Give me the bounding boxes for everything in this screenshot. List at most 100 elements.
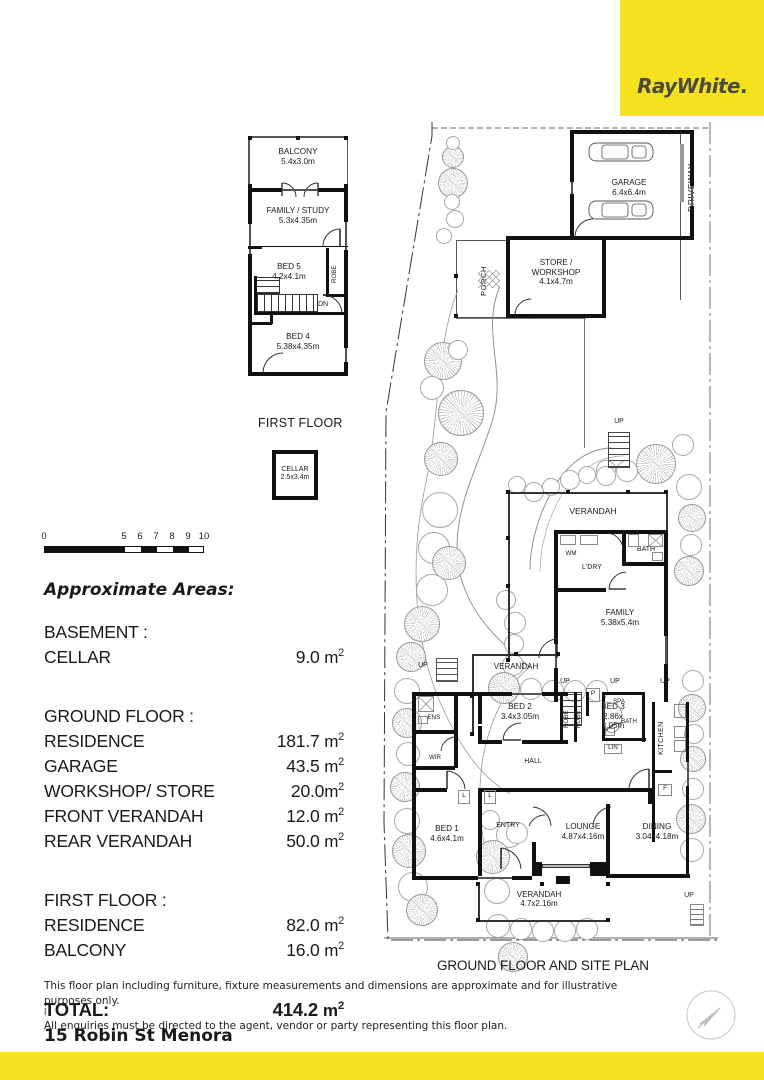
bed2-wall-left <box>478 692 482 724</box>
shrub-icon <box>420 376 444 400</box>
front-verandah-edge-bottom <box>478 920 610 922</box>
room-balcony-dims: 5.4x3.0m <box>281 156 315 166</box>
left-stair-treads <box>437 659 457 681</box>
room-bed4: BED 4 5.38x4.35m <box>252 332 344 351</box>
room-cellar-name: CELLAR <box>281 466 309 473</box>
bed2-wall-bottom-b <box>522 740 568 744</box>
area-value: 82.0 m2 <box>286 915 344 935</box>
room-family-dims: 5.38x5.4m <box>600 617 640 627</box>
laundry-tub-icon <box>560 535 576 545</box>
scale-tick-6: 6 <box>137 531 143 542</box>
scale-seg-0-5 <box>45 547 125 552</box>
balcony-post-4 <box>248 184 252 188</box>
label-verandah-rear: VERANDAH <box>569 506 617 516</box>
label-l-a: L <box>462 792 466 799</box>
washing-machine-icon <box>580 535 598 545</box>
area-row-spacer-2 <box>44 856 344 890</box>
ff-window-right-a <box>345 222 347 250</box>
study-door <box>322 228 341 247</box>
area-value: 50.0 m2 <box>286 831 344 851</box>
cellar-wall-left <box>272 450 276 500</box>
shrub-icon <box>486 914 510 938</box>
area-label: CELLAR <box>44 647 111 667</box>
room-store-name2: WORKSHOP <box>531 267 581 277</box>
area-label: RESIDENCE <box>44 915 145 935</box>
verandah-post <box>606 882 610 886</box>
area-row-first: FIRST FLOOR : <box>44 890 344 915</box>
kitchen-sink-icon <box>674 726 686 738</box>
ldry-wall-top <box>554 530 668 534</box>
shrub-icon <box>676 474 702 500</box>
porch-post-2 <box>454 314 458 318</box>
dining-wall-bottom <box>606 874 690 878</box>
scale-tick-0: 0 <box>41 531 47 542</box>
ldry-wall-bottom <box>554 588 606 592</box>
stair-landing <box>256 277 280 294</box>
shrub-icon <box>680 838 704 862</box>
area-label: BASEMENT : <box>44 622 148 642</box>
spa-wall-top <box>602 692 644 695</box>
tree-icon <box>406 894 438 926</box>
stair-wall-bot2 <box>270 312 273 324</box>
footer-brand-bar <box>0 1052 764 1080</box>
disclaimer-line-2: All enquiries must be directed to the ag… <box>44 1020 508 1033</box>
verandah-post <box>626 490 630 494</box>
basin-icon <box>652 552 663 561</box>
shrub-icon <box>560 470 580 490</box>
hall-wall-bottom <box>478 788 648 792</box>
area-row-rear-verandah: REAR VERANDAH 50.0 m2 <box>44 831 344 856</box>
shrub-icon <box>446 136 460 150</box>
front-stair-treads <box>691 905 703 925</box>
area-row-residence-ground: RESIDENCE 181.7 m2 <box>44 731 344 756</box>
bath-door <box>608 571 627 590</box>
scale-tick-5: 5 <box>121 531 127 542</box>
area-label: FIRST FLOOR : <box>44 890 167 910</box>
entry-door-arc <box>528 814 546 827</box>
linen-l-a <box>458 790 470 804</box>
verandah-post <box>506 584 510 588</box>
main-wall-left-a <box>412 692 416 734</box>
porch-post-1 <box>454 274 458 278</box>
kitchen-wall-right-b <box>686 786 689 842</box>
label-p: P <box>590 690 596 697</box>
room-family-study-name: FAMILY / STUDY <box>266 206 330 215</box>
ens-shower-cross-icon <box>417 695 435 713</box>
wir-wall-bottom <box>415 766 455 770</box>
shrub-icon <box>506 822 528 844</box>
label-wm: WM <box>565 550 577 557</box>
shrub-icon <box>680 534 702 556</box>
family-window-left <box>555 644 557 668</box>
areas-heading: Approximate Areas: <box>44 580 235 600</box>
verandah-post <box>556 652 560 656</box>
area-label: BALCONY <box>44 940 127 960</box>
area-row-cellar: CELLAR 9.0 m2 <box>44 647 344 672</box>
area-value: 9.0 m2 <box>295 647 344 667</box>
label-kitchen: KITCHEN <box>658 721 665 755</box>
tree-icon <box>476 840 510 874</box>
car-icon-2 <box>588 200 654 220</box>
yard-fence-right <box>584 318 585 448</box>
fridge-icon <box>658 784 672 796</box>
ens-basin-icon <box>418 716 428 724</box>
scale-tick-7: 7 <box>153 531 159 542</box>
main-window-top <box>512 693 542 695</box>
balcony-post-2 <box>296 136 300 140</box>
room-garage-name: GARAGE <box>611 178 647 187</box>
area-value: 20.0m2 <box>290 781 344 801</box>
area-value: 12.0 m2 <box>286 806 344 826</box>
lounge-window-mullion <box>556 876 570 884</box>
verandah-post <box>506 490 510 494</box>
shrub-icon <box>542 680 564 702</box>
ff-window-left-a <box>249 224 251 254</box>
caption-first-floor: FIRST FLOOR <box>258 416 343 430</box>
shrub-icon <box>496 590 516 610</box>
ff-wall-top-left <box>248 188 282 192</box>
room-balcony-name: BALCONY <box>278 147 318 156</box>
area-row-total: TOTAL: 414.2 m2 <box>44 999 344 1024</box>
verandah-post <box>606 918 610 922</box>
lounge-door-a <box>532 806 552 827</box>
room-bed3-dims2: 3.05m <box>601 721 625 731</box>
kitchen-wall-right-a <box>686 702 689 762</box>
lounge-bay-post-b <box>590 862 606 876</box>
main-wall-left-b <box>412 734 416 764</box>
